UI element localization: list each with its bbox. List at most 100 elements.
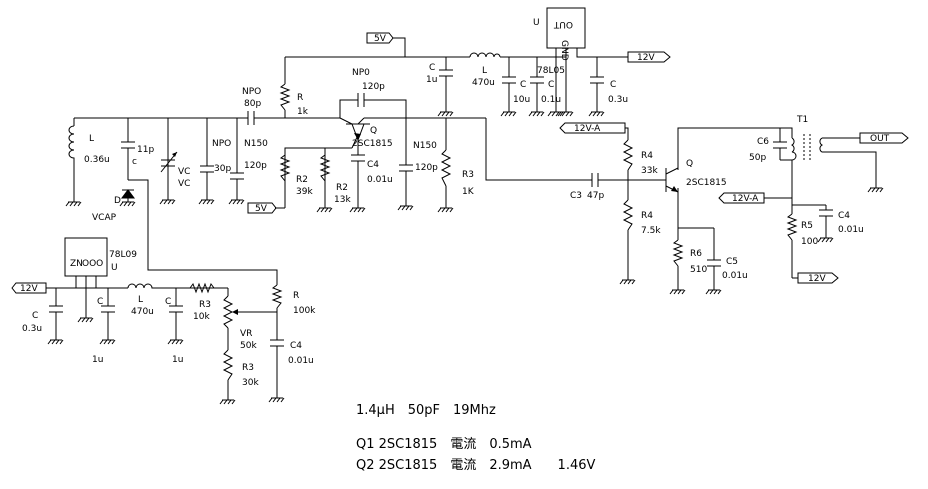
label-c6-val: 50p [749, 153, 766, 163]
label-np0-fb: NP0 [352, 68, 370, 78]
label-c-11p: 11p [137, 145, 154, 155]
label-c-l-mid: C [97, 297, 103, 307]
label-c-reg-b-val: 0.1u [541, 95, 561, 105]
label-r2-b: R2 [336, 183, 348, 193]
caps-top-plates [439, 69, 604, 84]
label-t1: T1 [796, 115, 808, 125]
tag-12v-reg-out: 12V [627, 51, 671, 63]
label-npo-30p: NPO [212, 139, 231, 149]
label-r3-a-val: 1K [462, 187, 475, 197]
label-c-reg-a-val: 10u [513, 95, 530, 105]
caps-left [49, 305, 183, 313]
label-vc1: VC [178, 167, 190, 177]
label-l-tank-val: 0.36u [84, 155, 110, 165]
label-l-5v-val: 470u [472, 78, 495, 88]
label-c4-c: C4 [290, 341, 302, 351]
label-c3: C3 [570, 191, 582, 201]
label-r-bias-val: 100k [293, 306, 316, 316]
label-q1-part: 2SC1815 [352, 139, 393, 149]
label-v12a-top: 12V-A [574, 124, 601, 134]
cap-n150-b [399, 164, 413, 172]
svg-text:OUT: OUT [553, 19, 573, 29]
label-c-l-in-val: 0.3u [22, 324, 42, 334]
label-u1: U [533, 18, 540, 28]
label-npo-series-val: 80p [244, 99, 261, 109]
label-l-l: L [138, 295, 143, 305]
label-vr-val: 50k [240, 341, 257, 351]
label-c-c: c [132, 157, 137, 167]
label-c-l-r-val: 1u [172, 355, 183, 365]
label-r4-b-val: 7.5k [641, 226, 661, 236]
label-c6: C6 [757, 137, 769, 147]
label-c-5v-in: C [429, 63, 435, 73]
wires-top [284, 37, 628, 118]
label-c-l-in: C [32, 311, 38, 321]
label-c5: C5 [726, 257, 738, 267]
label-u2: U [111, 263, 118, 273]
cap-npo-80p [247, 111, 255, 125]
resistor-1k-top [279, 83, 291, 111]
inductor-470u-left [127, 283, 154, 289]
label-n150-a-val: 120p [244, 161, 267, 171]
label-r5: R5 [801, 221, 813, 231]
note-line-1: 1.4μH 50pF 19Mhz [356, 403, 496, 418]
label-c-reg-out: C [610, 80, 616, 90]
component-labels: U 78L05 C 1u L 470u C 10u C 0.1u C 0.3u … [22, 18, 864, 388]
label-r4-a-val: 33k [641, 166, 658, 176]
cap-c4-left [270, 339, 284, 347]
label-vr: VR [240, 329, 252, 339]
tag-5v-bottom: 5V [247, 202, 277, 214]
label-c4-c-val: 0.01u [288, 356, 314, 366]
variable-cap-vc [160, 151, 178, 173]
label-r6-val: 510 [690, 265, 707, 275]
label-c-reg-a: C [520, 80, 526, 90]
label-c-l-r: C [165, 297, 171, 307]
label-c4-a-val: 0.01u [367, 175, 393, 185]
potentiometer-vr [222, 295, 234, 329]
label-v12-bottom-right: 12V [808, 274, 826, 284]
resistor-r2-13k [319, 154, 331, 182]
wires-buffer [625, 127, 877, 290]
svg-text:GND: GND [559, 40, 569, 61]
label-v5-top: 5V [374, 34, 387, 44]
label-r-bias: R [293, 291, 299, 301]
svg-text:OOO: OOO [82, 259, 103, 269]
label-l-l-val: 470u [131, 307, 154, 317]
label-v12-out-reg: 12V [637, 53, 655, 63]
inductor-470u-top [469, 52, 501, 58]
tag-12v-left-in: 12V [11, 282, 47, 294]
label-u2-part: 78L09 [109, 250, 137, 260]
cap-c5 [707, 259, 721, 267]
label-c4-b-val: 0.01u [838, 225, 864, 235]
label-r2-b-val: 13k [334, 195, 351, 205]
transformer-t1 [790, 134, 824, 162]
tag-5v-top: 5V [366, 32, 394, 44]
svg-text:ZN: ZN [70, 259, 83, 269]
label-npo-series: NPO [242, 87, 261, 97]
resistor-r4-33k [622, 139, 634, 171]
label-q2-part: 2SC1815 [686, 178, 727, 188]
cap-np0-120p [357, 93, 365, 107]
resistor-r3-30k [222, 349, 234, 381]
label-r4-a: R4 [641, 151, 653, 161]
label-c3-val: 47p [587, 191, 604, 201]
label-n150-b-val: 120p [415, 163, 438, 173]
label-d-vcap: D [114, 196, 121, 206]
label-n150-a: N150 [244, 139, 268, 149]
label-r5-val: 100 [801, 237, 818, 247]
label-c5-val: 0.01u [722, 271, 748, 281]
varactor-diode [121, 189, 135, 202]
label-out: OUT [870, 134, 890, 144]
cap-c4-emitter [351, 154, 365, 162]
label-r2-a: R2 [296, 175, 308, 185]
label-q2: Q [686, 159, 693, 169]
label-c-l-mid-val: 1u [92, 355, 103, 365]
label-r3-c-val: 30k [242, 378, 259, 388]
note-line-3: Q2 2SC1815 電流 2.9mA 1.46V [356, 458, 595, 473]
cap-11p [121, 141, 135, 149]
tag-12v-a-right: 12V-A [718, 192, 765, 204]
label-npo-30p-val: 30p [214, 164, 231, 174]
resistor-r5-100 [786, 213, 798, 241]
resistor-r-100k [271, 284, 283, 309]
